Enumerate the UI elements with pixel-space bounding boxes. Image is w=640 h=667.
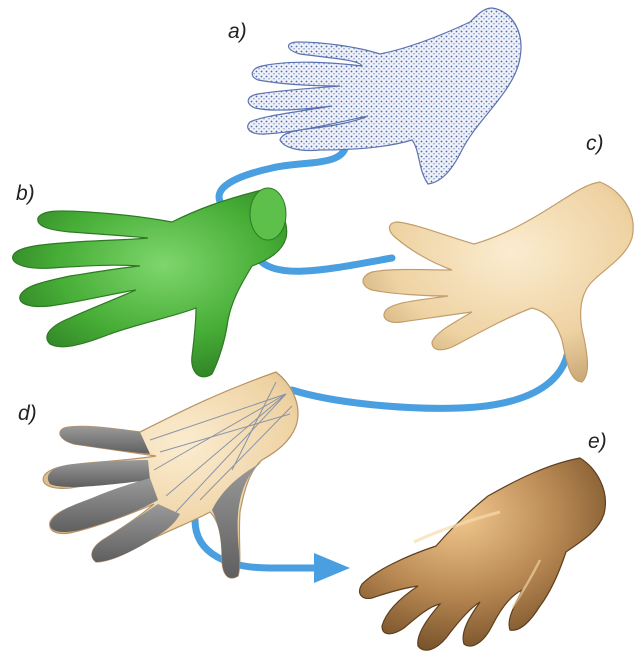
- panel-label-b: b): [16, 182, 35, 206]
- hand-posed-rendered-icon: [360, 458, 606, 650]
- flow-arrow-head: [314, 553, 350, 583]
- flow-arrow-b-to-c: [258, 258, 392, 271]
- panel-label-d: d): [18, 402, 37, 426]
- hand-skinned-segmented-icon: [43, 372, 298, 578]
- hand-raw-scan-icon: [13, 188, 287, 377]
- flow-arrow-c-to-d: [292, 330, 569, 408]
- panel-label-e: e): [588, 430, 607, 454]
- panel-label-a: a): [228, 20, 247, 44]
- flow-arrow-d-to-e: [195, 520, 318, 568]
- panel-label-c: c): [586, 132, 604, 156]
- hand-smooth-mesh-icon: [363, 182, 633, 382]
- hand-point-cloud-icon: [248, 8, 521, 184]
